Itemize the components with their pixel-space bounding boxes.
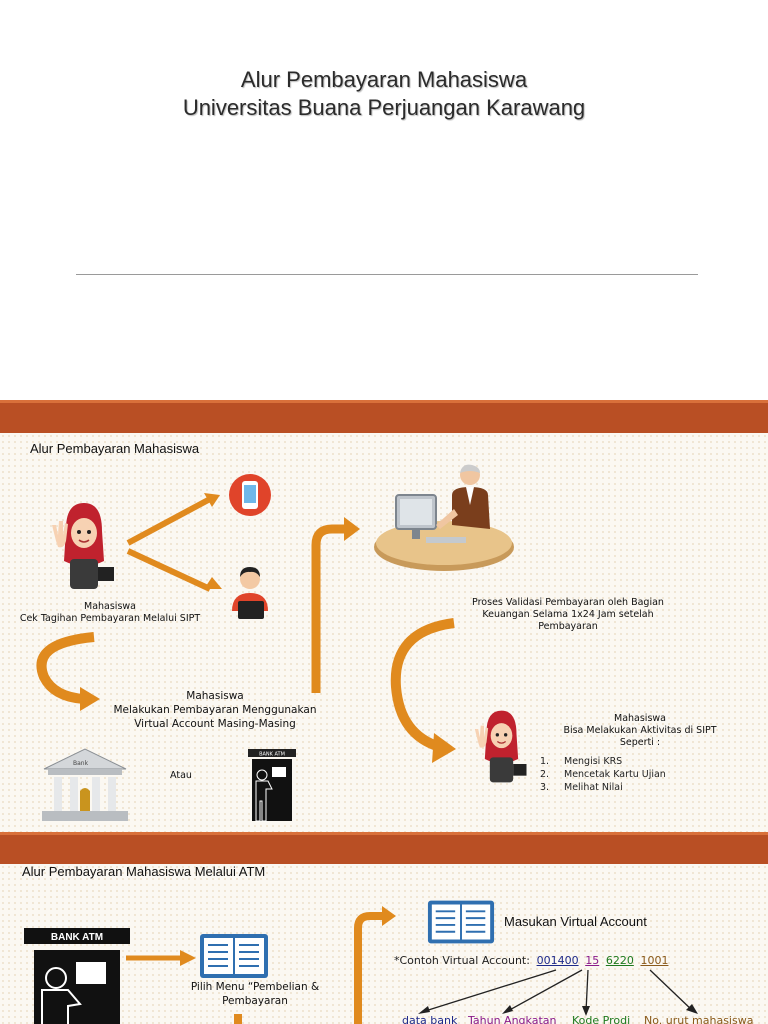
bank-building-icon: Bank: [42, 748, 128, 821]
final-line3: Seperti :: [619, 737, 661, 748]
final-line1: Mahasiswa: [614, 713, 666, 724]
right-arrow-icon: [126, 950, 196, 966]
up-arrow-icon-2: [354, 906, 396, 1024]
activity-list: 1. Mengisi KRS 2. Mencetak Kartu Ujian 3. M…: [540, 755, 666, 794]
virtual-account-book-icon: [427, 900, 495, 944]
menu-line2: Pembayaran: [222, 995, 288, 1007]
legend-bank: data bank: [402, 1014, 458, 1024]
menu-step-text: Pilih Menu “Pembelian & Pembayaran: [170, 980, 340, 1008]
atm-sign-large: BANK ATM: [51, 932, 103, 943]
final-line2: Bisa Melakukan Aktivitas di SIPT: [563, 725, 717, 736]
legend-year: Tahun Angkatan: [468, 1014, 557, 1024]
step2-line3: Virtual Account Masing-Masing: [134, 718, 296, 730]
list-text: Mencetak Kartu Ujian: [564, 769, 666, 780]
validation-line3: Pembayaran: [538, 621, 598, 632]
slide2-header-band: [0, 400, 768, 433]
title-divider: [76, 274, 698, 275]
student-hijab-icon-2: [474, 710, 527, 783]
step2-line1: Mahasiswa: [186, 690, 244, 702]
va-example: *Contoh Virtual Account: 001400 15 6220 …: [394, 954, 668, 967]
step1-line2: Cek Tagihan Pembayaran Melalui SIPT: [19, 613, 201, 624]
down-arrow-stub: [234, 1014, 242, 1024]
step2-line2: Melakukan Pembayaran Menggunakan: [113, 704, 317, 716]
validation-line1: Proses Validasi Pembayaran oleh Bagian: [472, 597, 664, 608]
title-line-1: Alur Pembayaran Mahasiswa: [240, 67, 528, 92]
admin-computer-icon: [374, 464, 514, 571]
list-item: 3. Melihat Nilai: [540, 781, 666, 794]
student-hijab-icon: [52, 503, 114, 589]
menu-book-icon: [200, 934, 268, 978]
atm-flow-slide: Alur Pembayaran Mahasiswa Melalui ATM BA…: [0, 864, 768, 1024]
list-number: 3.: [540, 782, 550, 793]
step1-text: Mahasiswa Cek Tagihan Pembayaran Melalui…: [0, 601, 220, 625]
curved-arrow-icon: [36, 632, 100, 711]
va-part-bank: 001400: [536, 954, 579, 967]
legend-number: No. urut mahasiswa: [644, 1014, 754, 1024]
step1-line1: Mahasiswa: [84, 601, 136, 612]
atm-machine-icon: BANK ATM: [24, 928, 130, 1024]
va-title: Masukan Virtual Account: [504, 914, 647, 929]
up-arrow-icon: [311, 517, 360, 693]
title-slide: Alur Pembayaran Mahasiswa Universitas Bu…: [0, 0, 768, 400]
list-item: 2. Mencetak Kartu Ujian: [540, 768, 666, 781]
validation-line2: Keuangan Selama 1x24 Jam setelah: [482, 609, 654, 620]
legend-prodi: Kode Prodi: [572, 1014, 631, 1024]
flow-arrows: [126, 493, 222, 592]
atm-icon: BANK ATM: [248, 749, 296, 822]
payment-flow-slide: Alur Pembayaran Mahasiswa Mahasiswa Cek …: [0, 433, 768, 832]
list-number: 1.: [540, 756, 550, 767]
slide3-heading: Alur Pembayaran Mahasiswa Melalui ATM: [22, 864, 266, 879]
menu-line1: Pilih Menu “Pembelian &: [190, 981, 320, 993]
va-part-year: 15: [585, 954, 600, 967]
title-line-2: Universitas Buana Perjuangan Karawang: [182, 95, 586, 120]
validation-text: Proses Validasi Pembayaran oleh Bagian K…: [448, 597, 688, 633]
or-label: Atau: [170, 770, 192, 781]
list-text: Mengisi KRS: [564, 756, 623, 767]
slide2-heading: Alur Pembayaran Mahasiswa: [30, 441, 200, 456]
list-text: Melihat Nilai: [564, 782, 623, 793]
bank-sign: Bank: [73, 760, 89, 767]
step2-text: Mahasiswa Melakukan Pembayaran Menggunak…: [90, 689, 340, 731]
atm-sign: BANK ATM: [259, 752, 285, 758]
curved-arrow-down-icon: [390, 618, 456, 763]
va-pointer-arrows: [418, 969, 698, 1016]
slide-title: Alur Pembayaran Mahasiswa Universitas Bu…: [0, 66, 768, 122]
va-example-label: *Contoh Virtual Account:: [394, 954, 530, 967]
list-number: 2.: [540, 769, 550, 780]
final-text: Mahasiswa Bisa Melakukan Aktivitas di SI…: [540, 713, 740, 749]
laptop-user-icon: [232, 567, 268, 619]
slide3-header-band: [0, 832, 768, 864]
phone-icon: [229, 474, 271, 516]
list-item: 1. Mengisi KRS: [540, 755, 666, 768]
va-part-number: 1001: [640, 954, 669, 967]
va-part-prodi: 6220: [605, 954, 634, 967]
